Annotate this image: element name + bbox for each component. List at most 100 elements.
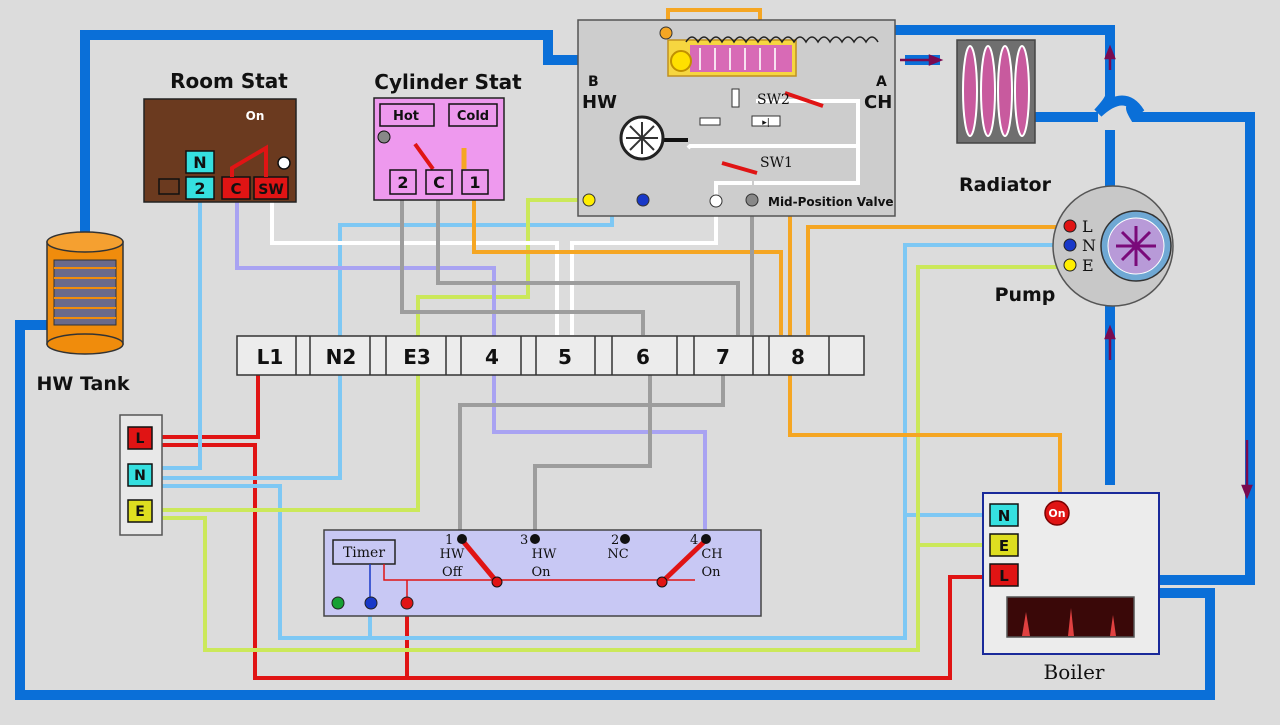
radiator-fin-1 xyxy=(962,45,978,137)
timer-title-box xyxy=(332,539,396,565)
wire-live-l1 xyxy=(158,375,260,439)
cylinder-stat-cold-box xyxy=(448,103,498,127)
timer-c3-b: On xyxy=(531,565,551,580)
valve-white-contact xyxy=(709,194,723,208)
supply-l-box xyxy=(127,426,153,450)
timer-hw-switch-arm xyxy=(460,538,499,584)
radiator-fin-2 xyxy=(980,45,996,137)
wire-earth-valve xyxy=(158,198,580,512)
boiler-title: Boiler xyxy=(1044,660,1105,684)
valve-grey-contact xyxy=(745,193,759,207)
wire-white-valve xyxy=(570,200,718,335)
wire-neutral-roomstat xyxy=(158,200,202,470)
timer-title: Timer xyxy=(343,545,385,561)
room-stat-on-label: On xyxy=(246,109,265,123)
boiler-l-label: L xyxy=(999,567,1009,585)
boiler-l-box xyxy=(989,563,1019,587)
cylinder-stat-switch-arm xyxy=(413,142,435,171)
boiler-on-indicator xyxy=(1044,500,1070,526)
valve-earth-contact xyxy=(582,193,596,207)
cylinder-stat-hot-box xyxy=(379,103,435,127)
hw-tank: HW Tank xyxy=(37,231,130,395)
terminal-strip-body xyxy=(236,335,865,376)
hw-tank-coil-turns xyxy=(54,267,116,319)
timer-live-terminal xyxy=(400,596,414,610)
pump-e-label: E xyxy=(1082,256,1094,275)
room-stat-terminal-c: C xyxy=(230,180,241,198)
valve-port-b: B xyxy=(588,74,599,90)
valve-sw2-label: SW2 xyxy=(757,92,790,108)
terminal-e3: E3 xyxy=(403,345,431,369)
valve-title: Mid-Position Valve xyxy=(768,195,894,209)
valve-sw2-arm xyxy=(784,91,824,108)
timer-c2-num: 2 xyxy=(611,533,619,548)
timer-c3-a: HW xyxy=(532,547,557,562)
cylinder-stat: Cylinder Stat Hot Cold 2 C 1 xyxy=(373,70,522,201)
boiler: On N E L Boiler xyxy=(982,492,1160,684)
room-stat-indicator xyxy=(158,178,180,195)
valve-motor-rotor xyxy=(626,122,658,154)
cylinder-stat-terminal-2: 2 xyxy=(397,173,408,192)
cylinder-stat-terminal-2-box xyxy=(389,169,417,195)
pump-title: Pump xyxy=(995,284,1056,306)
pump-e-contact xyxy=(1063,258,1077,272)
timer-c1-num: 1 xyxy=(445,533,453,548)
timer-c4-b: On xyxy=(701,565,721,580)
timer-ch-switch-arm xyxy=(660,538,708,584)
timer-c1-b: Off xyxy=(442,565,464,580)
supply-n-label: N xyxy=(134,468,146,484)
cylinder-stat-hot-label: Hot xyxy=(393,109,419,124)
valve-port-a: A xyxy=(876,74,887,90)
valve-port-b-name: HW xyxy=(582,92,617,113)
valve-diode-symbol: ▸| xyxy=(762,118,770,128)
pump-l-contact xyxy=(1063,219,1077,233)
wire-grey-hwoff xyxy=(458,375,725,535)
room-stat-terminal-2-box xyxy=(185,176,215,200)
timer-contact-1 xyxy=(457,534,467,544)
terminal-l1: L1 xyxy=(257,345,284,369)
valve-spring xyxy=(685,36,879,44)
valve-internal-wire-b xyxy=(686,144,858,150)
room-stat-terminal-sw: SW xyxy=(258,182,284,198)
wire-neutral-pump xyxy=(158,243,1060,640)
timer-c3-num: 3 xyxy=(520,533,528,548)
valve-resistor-v xyxy=(731,88,740,108)
terminal-4: 4 xyxy=(485,345,499,369)
timer-c1-a: HW xyxy=(440,547,465,562)
supply-block: L N E xyxy=(119,414,163,536)
timer-contact-3 xyxy=(530,534,540,544)
timer-c2-a: NC xyxy=(607,547,628,562)
wire-orange-pump xyxy=(806,225,1060,335)
timer-contact-2 xyxy=(620,534,630,544)
timer-hw-pivot xyxy=(491,576,503,588)
timer-unit: Timer 1 HW Off 3 HW On 2 NC 4 CH On xyxy=(323,529,762,617)
room-stat-terminal-n: N xyxy=(193,153,206,172)
room-stat-title: Room Stat xyxy=(170,69,288,93)
wire-orange-cyl xyxy=(472,200,783,335)
timer-c4-num: 4 xyxy=(690,533,698,548)
valve-diode xyxy=(751,115,781,127)
cylinder-stat-terminal-1-box xyxy=(461,169,489,195)
hw-tank-top xyxy=(46,231,124,253)
timer-live-rail xyxy=(383,564,695,581)
radiator: Radiator xyxy=(956,39,1052,196)
pump-n-contact xyxy=(1063,238,1077,252)
valve-sw1-arm xyxy=(721,161,758,175)
pump: L N E Pump xyxy=(995,185,1174,307)
cylinder-stat-title: Cylinder Stat xyxy=(374,70,522,94)
wire-grey-hwon xyxy=(533,375,652,535)
valve-port-a-name: CH xyxy=(864,92,892,113)
room-stat-terminal-c-box xyxy=(221,176,251,200)
room-stat: Room Stat On N 2 C SW xyxy=(143,69,297,203)
supply-e-box xyxy=(127,499,153,523)
valve-resistor-h xyxy=(699,117,721,126)
cylinder-stat-terminal-c: C xyxy=(433,173,445,192)
radiator-fin-3 xyxy=(997,45,1013,137)
cylinder-stat-terminal-c-box xyxy=(425,169,453,195)
pipe-right-loop xyxy=(1094,95,1255,585)
timer-earth-terminal xyxy=(331,596,345,610)
boiler-flames xyxy=(1022,608,1116,636)
valve-position-indicator xyxy=(670,50,692,72)
timer-ch-pivot xyxy=(656,576,668,588)
wire-grey-cylc xyxy=(436,200,740,335)
